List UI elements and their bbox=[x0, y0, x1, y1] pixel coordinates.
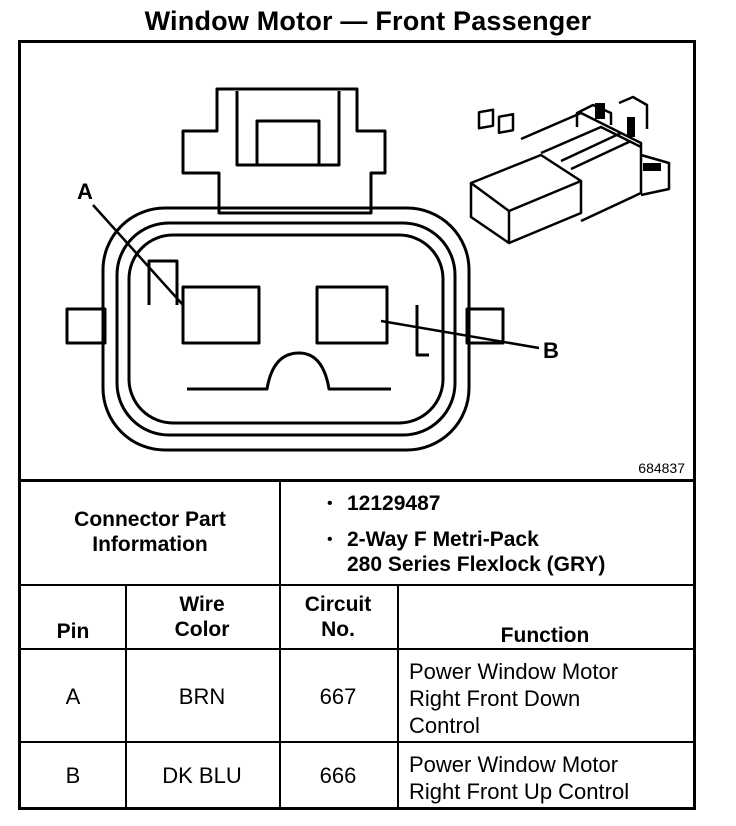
row-a-pin: A bbox=[65, 684, 81, 709]
row-a-function-line3: Control bbox=[409, 713, 480, 738]
connector-3d-sketch bbox=[469, 95, 671, 245]
latch-outline bbox=[181, 87, 387, 215]
row-a-function-line2: Right Front Down bbox=[409, 686, 581, 711]
header-wire-line1: Wire bbox=[179, 593, 225, 616]
row-rule bbox=[21, 741, 693, 743]
connector-sheet: A B 684837 Connector Part Information • … bbox=[18, 40, 696, 810]
figure-divider bbox=[21, 479, 693, 482]
info-bottom-rule bbox=[21, 584, 693, 586]
header-rule bbox=[21, 648, 693, 650]
col-divider-2 bbox=[279, 586, 281, 807]
header-circuit-line2: No. bbox=[321, 618, 355, 641]
row-a-function: Power Window Motor Right Front Down Cont… bbox=[409, 658, 693, 739]
connector-info-label: Connector Part Information bbox=[21, 507, 279, 557]
connector-drawing: A B bbox=[65, 87, 671, 452]
header-wire-color: Wire Color bbox=[125, 592, 279, 642]
key-left bbox=[147, 259, 179, 305]
ear-right bbox=[465, 307, 505, 345]
row-b-function: Power Window Motor Right Front Up Contro… bbox=[409, 751, 693, 805]
header-circuit-line1: Circuit bbox=[304, 593, 372, 616]
part-number: 12129487 bbox=[347, 492, 441, 515]
row-b-circuit: 666 bbox=[319, 763, 357, 788]
row-a-function-line1: Power Window Motor bbox=[409, 659, 619, 684]
header-function: Function bbox=[500, 624, 590, 647]
header-pin: Pin bbox=[56, 620, 90, 643]
connector-desc-line1: 2-Way F Metri-Pack bbox=[347, 528, 539, 551]
row-b-function-line2: Right Front Up Control bbox=[409, 779, 630, 804]
key-right bbox=[415, 305, 429, 357]
cavity-a bbox=[181, 285, 261, 345]
row-b-pin: B bbox=[65, 763, 81, 788]
info-divider bbox=[279, 482, 281, 584]
row-a-circuit: 667 bbox=[319, 684, 357, 709]
col-divider-3 bbox=[397, 586, 399, 807]
shell-middle bbox=[115, 221, 457, 437]
latch-tab bbox=[255, 119, 321, 167]
connector-info-label-line1: Connector Part bbox=[74, 508, 226, 531]
leader-b bbox=[380, 319, 540, 350]
shell-outer bbox=[101, 206, 471, 452]
col-divider-1 bbox=[125, 586, 127, 807]
header-circuit-no: Circuit No. bbox=[279, 592, 397, 642]
callout-a: A bbox=[77, 179, 93, 204]
row-b-color: DK BLU bbox=[162, 763, 242, 788]
shell-inner bbox=[127, 233, 445, 425]
latch-detail-right bbox=[319, 91, 341, 167]
connector-figure: A B 684837 bbox=[21, 43, 693, 479]
page-title: Window Motor — Front Passenger bbox=[144, 6, 592, 36]
callout-b: B bbox=[543, 338, 559, 363]
latch-detail-left bbox=[235, 91, 257, 167]
row-b-function-line1: Power Window Motor bbox=[409, 752, 619, 777]
ear-left bbox=[65, 307, 107, 345]
row-a-color: BRN bbox=[178, 684, 226, 709]
bullet-1: • bbox=[327, 495, 333, 512]
leader-a bbox=[92, 204, 184, 306]
connector-description: 2-Way F Metri-Pack 280 Series Flexlock (… bbox=[347, 527, 605, 577]
cavity-b bbox=[315, 285, 389, 345]
header-wire-line2: Color bbox=[174, 618, 230, 641]
connector-info-label-line2: Information bbox=[92, 533, 208, 556]
bullet-2: • bbox=[327, 531, 333, 548]
center-key bbox=[187, 351, 391, 391]
figure-id: 684837 bbox=[638, 460, 685, 476]
connector-desc-line2: 280 Series Flexlock (GRY) bbox=[347, 553, 606, 576]
